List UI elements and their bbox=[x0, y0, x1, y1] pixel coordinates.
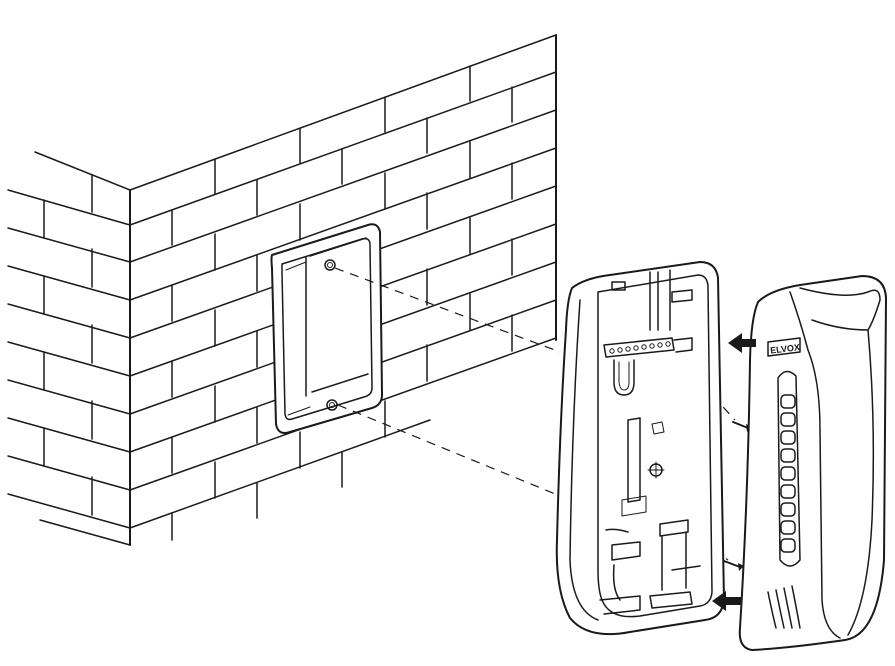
flush-mounting-box bbox=[270, 223, 383, 434]
call-button-5 bbox=[780, 466, 796, 481]
device-base-housing bbox=[555, 261, 725, 636]
wall-side-mortar-lines bbox=[7, 189, 131, 546]
brand-logo: ELVOX bbox=[767, 337, 801, 357]
mounting-screw-lower bbox=[723, 560, 744, 571]
arrow-lower-icon bbox=[712, 591, 742, 611]
call-button-6 bbox=[780, 484, 796, 499]
terminal-block bbox=[603, 337, 693, 358]
wall-side-joints bbox=[43, 174, 93, 516]
brick-wall bbox=[7, 34, 557, 546]
brand-logo-text: ELVOX bbox=[770, 342, 801, 356]
call-button-7 bbox=[780, 502, 796, 517]
call-button-2 bbox=[780, 412, 796, 427]
call-button-9 bbox=[780, 538, 796, 553]
arrow-upper-icon bbox=[728, 333, 756, 353]
call-button-1 bbox=[780, 394, 796, 409]
box-screw-hole-bottom bbox=[326, 399, 338, 411]
call-button-column bbox=[777, 370, 801, 567]
device-front-cover: ELVOX bbox=[738, 275, 887, 651]
call-button-4 bbox=[780, 448, 796, 463]
speaker-grille bbox=[767, 585, 801, 629]
call-button-3 bbox=[780, 430, 796, 445]
call-button-8 bbox=[780, 520, 796, 535]
box-screw-hole-top bbox=[324, 259, 336, 271]
